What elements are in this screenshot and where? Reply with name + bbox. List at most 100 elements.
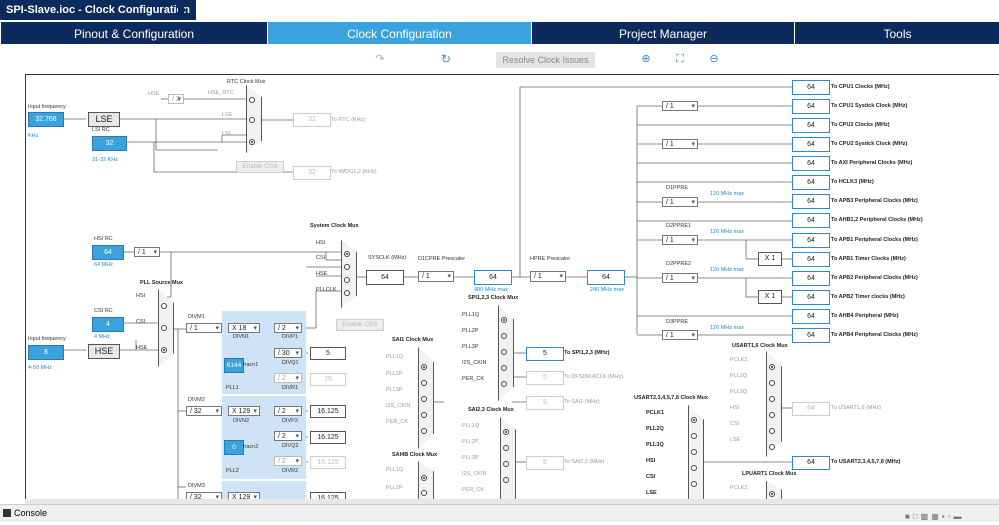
lpuart1-mux-select-pclk3[interactable] (769, 491, 775, 497)
iwdg-frequency-output: 32 (293, 166, 331, 180)
sys-enable-css-button[interactable]: Enable CSS (336, 319, 384, 331)
sys-mux-select-hsi[interactable] (344, 251, 350, 257)
dfsdm-aclk-label: To DFSDM ACLK (MHz) (564, 374, 623, 380)
clock-wires (64, 86, 792, 501)
divr1-dropdown[interactable]: / 2 (274, 373, 302, 383)
d2ppre2-dropdown[interactable]: / 1 (662, 273, 698, 283)
sai4b-mux-select-pll2p[interactable] (421, 490, 427, 496)
usart16-mux-select-pll3q[interactable] (769, 396, 775, 402)
d1cpre-dropdown[interactable]: / 1 (418, 271, 454, 282)
spi123-clock-mux-label: SPI1,2,3 Clock Mux (468, 295, 519, 301)
hsi-rc-label: HSI RC (94, 236, 113, 242)
tab-clock-configuration[interactable]: Clock Configuration (267, 22, 531, 44)
lse-unit-label: KHz (28, 133, 39, 139)
sai4b-mux-select-pll1q[interactable] (421, 475, 427, 481)
refresh-icon[interactable]: ↻ (440, 52, 452, 66)
sai4b-input-pll1q: PLL1Q (386, 467, 404, 473)
sys-mux-select-pllclk[interactable] (344, 290, 350, 296)
fracn1-input[interactable]: 6144 (224, 358, 244, 373)
divm2-label: DIVM2 (188, 397, 205, 403)
pll-mux-select-csi[interactable] (161, 325, 167, 331)
sai23-mux-select-pll1q[interactable] (503, 429, 509, 435)
divn3-dropdown[interactable]: X 129 (228, 492, 260, 501)
spi123-mux-select-pll1q[interactable] (501, 317, 507, 323)
cpu2-systick-dropdown[interactable]: / 1 (662, 139, 698, 149)
lsi-frequency-value: 32 (92, 136, 127, 151)
sai23-mux-select-i2s[interactable] (503, 477, 509, 483)
tab-pinout[interactable]: Pinout & Configuration (0, 22, 267, 44)
resolve-clock-issues-button[interactable]: Resolve Clock Issues (496, 52, 595, 68)
sys-mux-select-hse[interactable] (344, 277, 350, 283)
redo-icon[interactable]: ↷ (375, 53, 385, 65)
tab-project-manager[interactable]: Project Manager (531, 22, 794, 44)
apb4-peripheral-label: To APB4 Peripheral Clocks (MHz) (831, 332, 918, 338)
divr2-dropdown[interactable]: / 2 (274, 456, 302, 466)
fracn2-input[interactable]: 0 (224, 440, 244, 455)
divp1-dropdown[interactable]: / 2 (274, 323, 302, 333)
sai1-output-label: To SAI1 (MHz) (564, 399, 600, 405)
usart2345-mux-select-hsi[interactable] (691, 465, 697, 471)
rtc-hse-divider[interactable]: / 2 (168, 94, 184, 104)
rtc-mux-select-hse[interactable] (249, 97, 255, 103)
usart16-mux-select-hsi[interactable] (769, 412, 775, 418)
usart16-input-pll2q: PLL2Q (730, 373, 748, 379)
spi123-mux-select-i2s[interactable] (501, 365, 507, 371)
sai1-mux-select-pll1q[interactable] (421, 364, 427, 370)
lse-frequency-input[interactable]: 32.768 (28, 112, 64, 127)
hpre-dropdown[interactable]: / 1 (530, 271, 566, 282)
pll-mux-select-hsi[interactable] (161, 303, 167, 309)
lse-oscillator[interactable]: LSE (88, 112, 120, 127)
rtc-mux-select-lse[interactable] (249, 117, 255, 123)
tab-tools[interactable]: Tools (794, 22, 999, 44)
breadcrumb-title[interactable]: SPI-Slave.ioc - Clock Configuration (0, 0, 196, 20)
usart2345-mux-select-pll2q[interactable] (691, 433, 697, 439)
divm3-dropdown[interactable]: / 32 (186, 492, 222, 501)
d2ppre1-dropdown[interactable]: / 1 (662, 235, 698, 245)
usart16-mux-select-pclk2[interactable] (769, 364, 775, 370)
diagram-horizontal-scrollbar[interactable] (25, 499, 999, 504)
divm1-dropdown[interactable]: / 1 (186, 323, 222, 333)
sai23-mux-select-pll2p[interactable] (503, 445, 509, 451)
spi123-mux-select-perck[interactable] (501, 381, 507, 387)
hsi-divider-dropdown[interactable]: / 1 (134, 247, 160, 257)
hse-oscillator[interactable]: HSE (88, 344, 120, 359)
sys-mux-select-csi[interactable] (344, 264, 350, 270)
divn2-dropdown[interactable]: X 129 (228, 406, 260, 416)
usart2345-mux-select-csi[interactable] (691, 481, 697, 487)
pll-source-mux-label: PLL Source Mux (140, 280, 183, 286)
usart2345-output-label: To USART2,3,4,5,7,8 (MHz) (831, 459, 901, 465)
cpu2-systick-label: To CPU2 Systick Clock (MHz) (831, 141, 908, 147)
spi123-output-label: To SPI1,2,3 (MHz) (564, 350, 610, 356)
pll-mux-hsi-label: HSI (136, 293, 146, 299)
pll-mux-select-hse[interactable] (161, 347, 167, 353)
console-toolbar-icons[interactable]: ■□▩▦▪▫▬ (905, 512, 965, 521)
spi123-mux-select-pll2p[interactable] (501, 333, 507, 339)
divn1-dropdown[interactable]: X 18 (228, 323, 260, 333)
sai1-mux-select-perck[interactable] (421, 428, 427, 434)
sai1-mux-select-pll2p[interactable] (421, 380, 427, 386)
rtc-mux-select-lsi[interactable] (249, 139, 255, 145)
usart16-mux-select-pll2q[interactable] (769, 380, 775, 386)
rtc-enable-css-button[interactable]: Enable CSS (236, 161, 284, 173)
divq2-dropdown[interactable]: / 2 (274, 431, 302, 441)
console-label[interactable]: Console (14, 508, 48, 518)
sai23-mux-select-pll3p[interactable] (503, 461, 509, 467)
divm2-dropdown[interactable]: / 32 (186, 406, 222, 416)
divp2-dropdown[interactable]: / 2 (274, 406, 302, 416)
cpu1-systick-dropdown[interactable]: / 1 (662, 101, 698, 111)
usart2345-mux-select-pclk1[interactable] (691, 417, 697, 423)
usart16-mux-select-lse[interactable] (769, 444, 775, 450)
zoom-in-icon[interactable]: ⊕ (641, 53, 651, 65)
d1ppre-dropdown[interactable]: / 1 (662, 197, 698, 207)
sai1-mux-select-i2s[interactable] (421, 412, 427, 418)
usart2345-mux-select-pll3q[interactable] (691, 449, 697, 455)
usart16-mux-select-csi[interactable] (769, 428, 775, 434)
sai1-mux-select-pll3p[interactable] (421, 396, 427, 402)
hse-frequency-input[interactable]: 8 (28, 345, 64, 360)
fit-icon[interactable]: ⛶ (676, 53, 684, 65)
d3ppre-dropdown[interactable]: / 1 (662, 330, 698, 340)
divq1-dropdown[interactable]: / 30 (274, 348, 302, 358)
spi123-mux-select-pll3p[interactable] (501, 349, 507, 355)
sai23-input-per-ck: PER_CK (462, 487, 485, 493)
zoom-out-icon[interactable]: ⊖ (709, 53, 719, 65)
